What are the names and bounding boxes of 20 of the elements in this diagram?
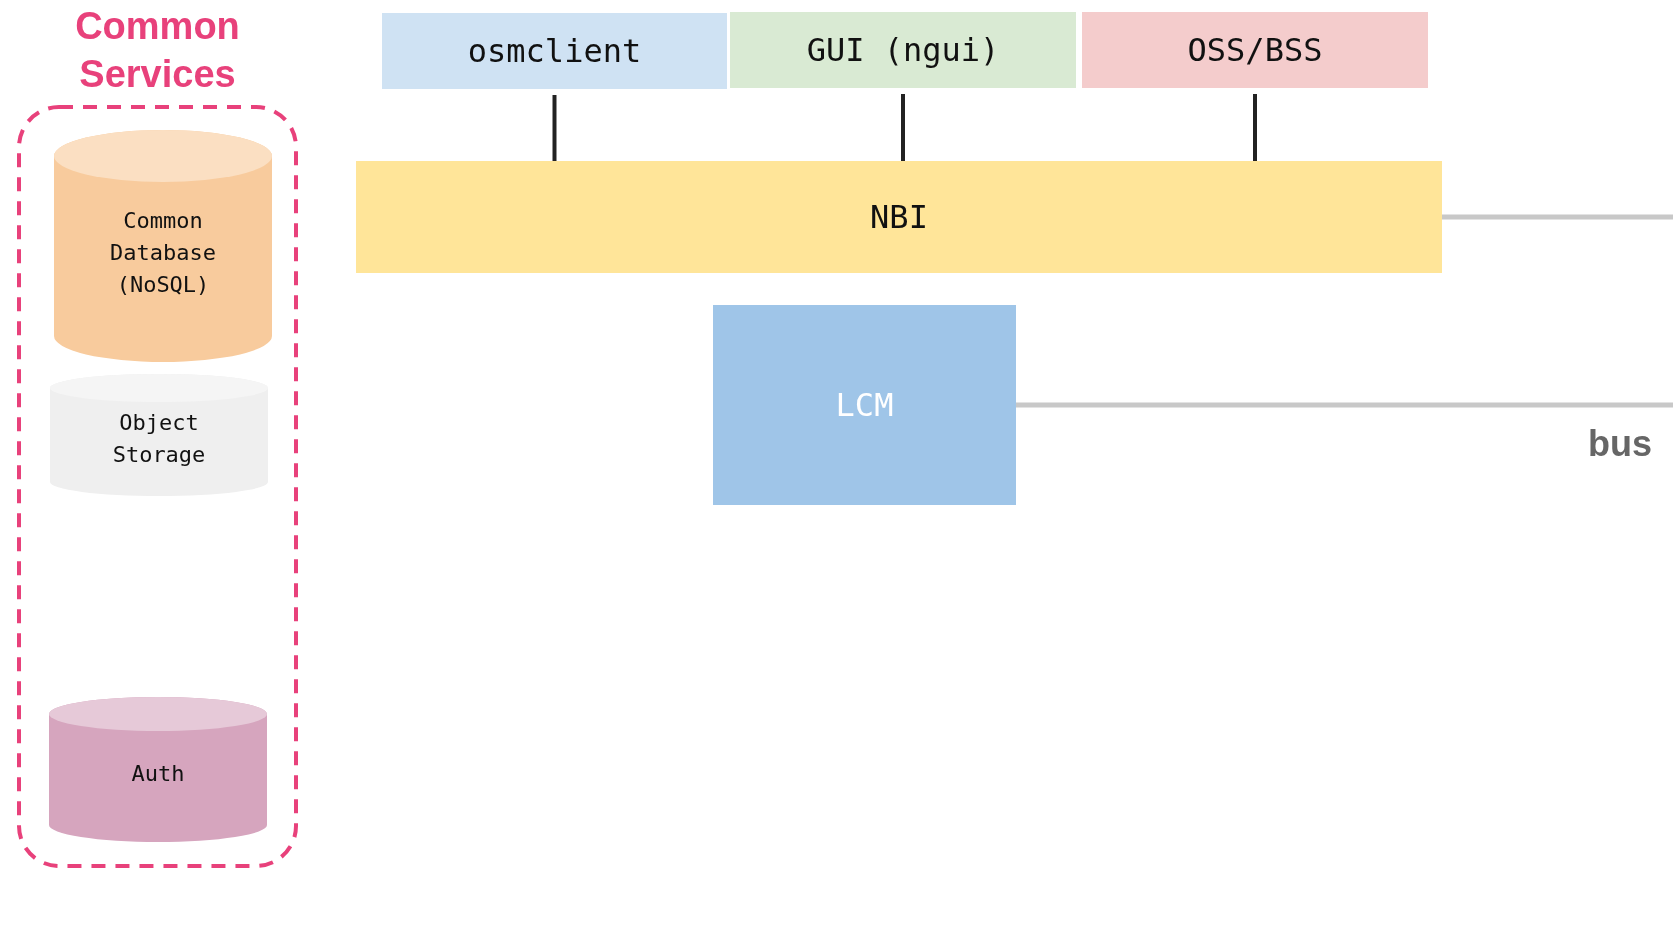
connector-line (552, 95, 557, 161)
cylinder-label: Auth (130, 759, 186, 788)
bus-label: bus (1588, 423, 1652, 465)
component-label: LCM (835, 386, 894, 424)
component-label: GUI (ngui) (806, 31, 1000, 69)
component-label: osmclient (467, 32, 642, 70)
component-box (382, 13, 727, 89)
group-title: Common Services (74, 4, 241, 97)
connector-line (901, 94, 905, 161)
connector-line (1016, 402, 1673, 408)
component-box (356, 161, 1442, 273)
component-label: NBI (870, 198, 928, 236)
component-label: OSS/BSS (1187, 31, 1323, 69)
connector-line (1253, 94, 1257, 161)
connector-line (1442, 214, 1673, 220)
component-box (713, 305, 1016, 505)
cylinder-label: Object Storage (111, 408, 207, 469)
component-box (730, 12, 1076, 88)
cylinder-label: Common Database (NoSQL) (109, 206, 217, 299)
component-box (1082, 12, 1428, 88)
